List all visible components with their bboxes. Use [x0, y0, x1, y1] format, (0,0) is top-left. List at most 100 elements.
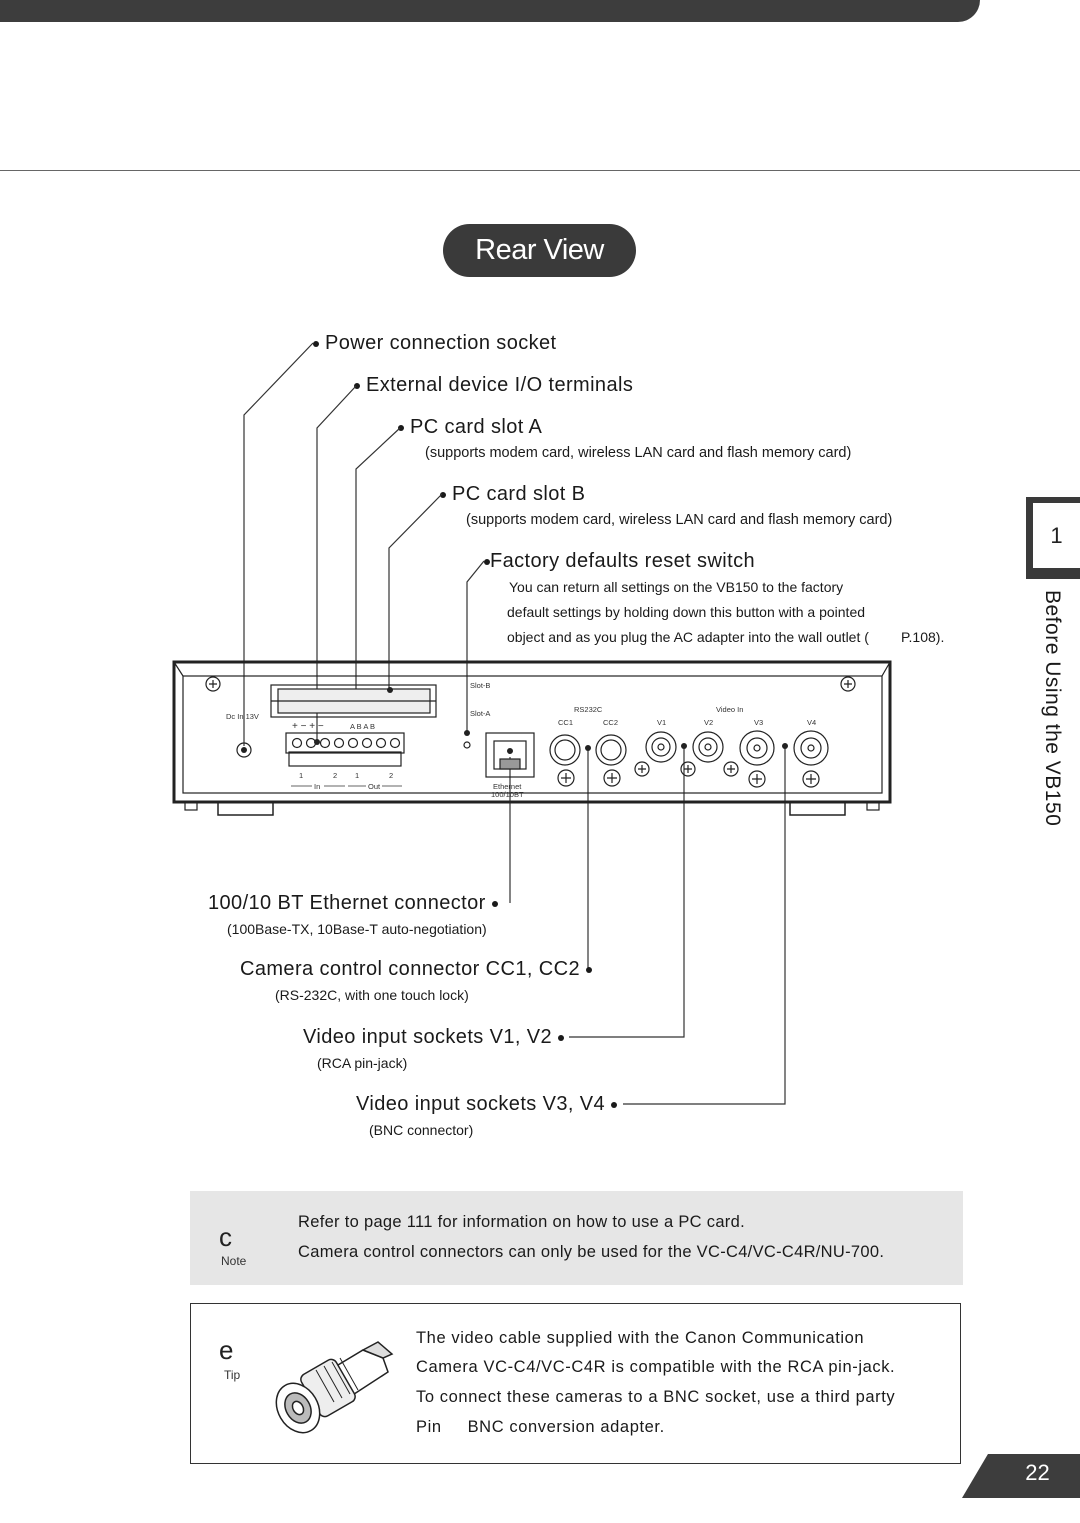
callout-camera: Camera control connector CC1, CC2 — [240, 958, 592, 981]
leader-slot-b — [388, 493, 443, 690]
slot-b-label: PC card slot B — [451, 483, 586, 505]
out-marking: Out — [368, 782, 381, 791]
video-in-marking: Video In — [716, 705, 743, 714]
callout-io: External device I/O terminals — [354, 374, 633, 397]
reset-switch — [463, 741, 471, 749]
callout-v12: Video input sockets V1, V2 — [303, 1026, 565, 1049]
terminal-group-4: 2 — [389, 771, 393, 780]
tip-line-4: Pin BNC conversion adapter. — [416, 1418, 665, 1436]
note-icon: c — [219, 1222, 232, 1252]
callout-dot — [611, 1101, 618, 1108]
io-terminal-block — [285, 732, 405, 767]
chapter-title: Before Using the VB150 — [1041, 590, 1064, 827]
v3-marking: V3 — [754, 718, 763, 727]
leader-io — [316, 385, 357, 742]
callout-ethernet: 100/10 BT Ethernet connector — [208, 892, 498, 915]
slot-a-desc: (supports modem card, wireless LAN card … — [425, 445, 852, 461]
callout-dot — [585, 966, 592, 973]
v34-desc: (BNC connector) — [369, 1122, 474, 1138]
chassis-outline — [172, 660, 892, 804]
foot-right — [789, 801, 846, 816]
terminal-signs: + − + − — [292, 721, 324, 732]
camera-label: Camera control connector CC1, CC2 — [240, 958, 580, 980]
slot-b-marking: Slot-B — [470, 681, 490, 690]
leader-slot-a — [355, 427, 401, 690]
callout-dot — [558, 1034, 565, 1041]
tip-line-3: To connect these cameras to a BNC socket… — [416, 1388, 896, 1406]
camera-desc: (RS-232C, with one touch lock) — [275, 987, 469, 1003]
dc-in-label: Dc In 13V — [226, 712, 259, 721]
tip-box — [190, 1303, 961, 1464]
v2-marking: V2 — [704, 718, 713, 727]
header-bar — [0, 0, 980, 22]
callout-v34: Video input sockets V3, V4 — [356, 1093, 618, 1116]
ethernet-desc: (100Base-TX, 10Base-T auto-negotiation) — [227, 921, 487, 937]
io-label: External device I/O terminals — [365, 374, 634, 396]
callout-dot — [491, 900, 498, 907]
cc1-marking: CC1 — [558, 718, 573, 727]
callout-slot-b: PC card slot B — [440, 483, 585, 506]
reset-desc-3: object and as you plug the AC adapter in… — [507, 629, 869, 645]
callout-dot — [440, 491, 446, 498]
ethernet-speed-marking: 100/10BT — [491, 790, 524, 799]
tip-icon: e — [219, 1335, 234, 1365]
callout-dot — [484, 558, 490, 565]
page-title: Rear View — [443, 224, 636, 277]
v1-rca-jack-icon — [645, 731, 677, 763]
tip-line-2: Camera VC-C4/VC-C4R is compatible with t… — [416, 1358, 896, 1376]
reset-label: Factory defaults reset switch — [490, 550, 756, 572]
rs232c-marking: RS232C — [574, 705, 603, 714]
page-number: 22 — [1025, 1460, 1050, 1485]
v4-bnc-icon — [793, 730, 829, 766]
chapter-number: 1 — [1050, 523, 1063, 548]
v1-marking: V1 — [657, 718, 666, 727]
terminal-group-3: 1 — [355, 771, 359, 780]
leader-reset — [466, 560, 485, 733]
callout-dot — [313, 340, 319, 347]
leader-v34 — [623, 746, 786, 1105]
callout-reset: Factory defaults reset switch — [484, 550, 755, 573]
v12-desc: (RCA pin-jack) — [317, 1055, 408, 1071]
reset-desc-1: You can return all settings on the VB150… — [509, 579, 844, 595]
power-label: Power connection socket — [324, 332, 557, 354]
tip-line-1: The video cable supplied with the Canon … — [416, 1329, 865, 1347]
slot-a-label: PC card slot A — [409, 416, 543, 438]
callout-dot — [398, 424, 404, 431]
cc1-connector-icon — [549, 734, 581, 766]
note-line-2: Camera control connectors can only be us… — [298, 1243, 885, 1261]
bnc-adapter-icon — [275, 1341, 394, 1434]
slot-a-marking: Slot-A — [470, 709, 490, 718]
cc2-marking: CC2 — [603, 718, 618, 727]
callout-power: Power connection socket — [313, 332, 557, 355]
chapter-tab-inner — [1033, 503, 1080, 568]
ethernet-marking: Ethernet — [493, 782, 522, 791]
v12-label: Video input sockets V1, V2 — [303, 1026, 553, 1048]
v2-rca-jack-icon — [692, 731, 724, 763]
ethernet-label: 100/10 BT Ethernet connector — [208, 892, 486, 914]
callout-dot — [354, 382, 360, 389]
terminal-group-1: 1 — [299, 771, 303, 780]
leader-power — [243, 342, 314, 746]
cc2-connector-icon — [595, 734, 627, 766]
terminal-group-2: 2 — [333, 771, 337, 780]
tip-caption: Tip — [224, 1368, 241, 1382]
in-marking: In — [314, 782, 320, 791]
chassis-inner — [182, 675, 883, 794]
note-box — [190, 1191, 963, 1285]
note-line-1: Refer to page 111 for information on how… — [298, 1213, 745, 1231]
v4-marking: V4 — [807, 718, 816, 727]
note-caption: Note — [221, 1254, 247, 1268]
power-socket-icon — [236, 742, 252, 758]
v34-label: Video input sockets V3, V4 — [356, 1093, 606, 1115]
terminal-ab: A B A B — [350, 722, 375, 731]
screw-icon — [840, 676, 856, 692]
foot-left — [217, 801, 274, 816]
leader-v12 — [569, 746, 685, 1038]
header-rule — [0, 170, 1080, 171]
slot-b-desc: (supports modem card, wireless LAN card … — [466, 512, 893, 528]
callout-slot-a: PC card slot A — [398, 416, 542, 439]
reset-page-ref: P.108). — [901, 629, 945, 645]
v3-bnc-icon — [739, 730, 775, 766]
ethernet-port-icon — [485, 732, 535, 778]
